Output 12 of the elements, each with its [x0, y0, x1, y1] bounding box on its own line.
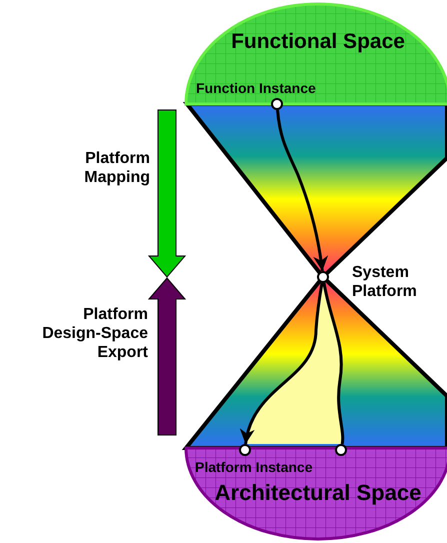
process-label: Platform Design-Space Export [41, 305, 148, 363]
region-title: Architectural Space [214, 480, 422, 506]
node-caption: System Platform [352, 263, 418, 302]
process-label: Platform Instance [195, 459, 314, 476]
half-ellipse-region [186, 448, 447, 539]
flow-line [322, 282, 344, 444]
node-caption: Function Instance [196, 80, 317, 97]
flow-line [241, 282, 324, 444]
region-title: Functional Space [230, 30, 406, 54]
half-ellipse-region [186, 4, 447, 104]
flow-line [276, 110, 328, 272]
process-label: Platform Mapping [83, 149, 150, 188]
